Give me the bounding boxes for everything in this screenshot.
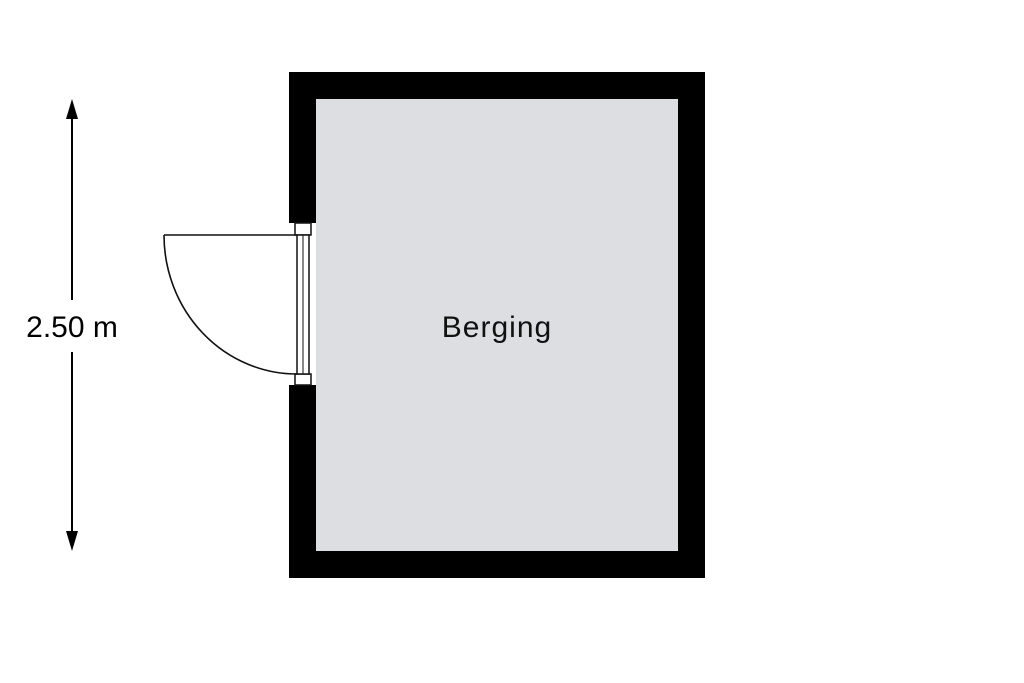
walls xyxy=(289,72,705,578)
door-jamb-top xyxy=(294,222,312,236)
door-swing xyxy=(163,234,298,375)
door-jamb-bottom xyxy=(294,373,312,386)
wall-top xyxy=(289,72,705,99)
wall-left-lower xyxy=(289,385,316,578)
dimension-arrow xyxy=(66,99,78,551)
room-label: Berging xyxy=(442,311,552,344)
arrow-up-icon xyxy=(66,99,78,119)
wall-bottom xyxy=(289,551,705,578)
room-floor xyxy=(316,99,678,551)
arrow-down-icon xyxy=(66,531,78,551)
wall-right xyxy=(678,72,705,578)
wall-left-upper xyxy=(289,72,316,223)
door-swing-arc xyxy=(163,234,298,375)
dimension-label: 2.50 m xyxy=(26,311,118,344)
